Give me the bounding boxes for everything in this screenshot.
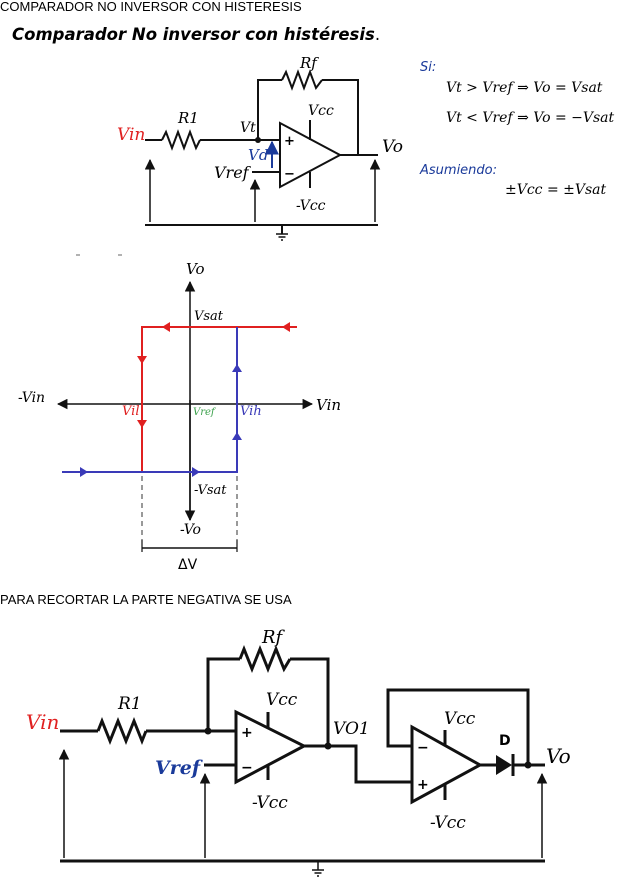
hyst-red-arrow-1 <box>282 322 290 332</box>
cond-assumption: ±Vcc = ±Vsat <box>505 182 607 198</box>
c1-label-vin: Vin <box>117 125 145 145</box>
hyst-label-neg-vo: -Vo <box>180 522 201 538</box>
circuit1-title: Comparador No inversor con histéresis. <box>12 25 380 44</box>
c2-label-r1: R1 <box>117 694 142 714</box>
hyst-blue-arrow-2 <box>192 467 200 477</box>
circuit1-title-text: Comparador No inversor con histéresis <box>12 25 375 44</box>
c2-label-vref: Vref <box>155 757 203 779</box>
c1-ground-symbol <box>276 233 288 241</box>
hyst-red-arrow-4 <box>137 420 147 428</box>
c2-ground-symbol <box>312 869 324 877</box>
c1-feedback-left <box>257 79 282 140</box>
c1-opamp-plus: + <box>284 134 295 149</box>
circuit1-title-period: . <box>374 25 381 44</box>
c2-opamp1 <box>234 709 308 785</box>
c2-buffer-feedback <box>386 688 530 765</box>
c2-label-rf: Rf <box>261 627 286 648</box>
c1-label-vd: Vd <box>248 146 268 164</box>
hyst-label-vref: Vref <box>193 407 217 418</box>
c1-label-r1: R1 <box>177 109 199 127</box>
c1-junction-node <box>255 137 261 143</box>
c2-label-vcc-neg2: -Vcc <box>430 813 466 833</box>
hyst-blue-arrow-4 <box>232 364 242 372</box>
c2-label-vcc-neg1: -Vcc <box>252 793 288 813</box>
c1-label-vcc-neg: -Vcc <box>296 198 326 214</box>
c2-vo1-wire <box>304 744 412 784</box>
c2-rf-resistor <box>238 644 292 674</box>
c1-label-vo: Vo <box>382 137 403 157</box>
c2-label-vcc-pos2: Vcc <box>444 709 476 729</box>
c2-opamp1-minus: − <box>241 760 253 776</box>
c2-r1-resistor <box>96 716 148 746</box>
c1-feedback-right <box>322 79 359 155</box>
c2-label-vin: Vin <box>26 710 59 734</box>
hyst-label-vih: Vih <box>240 404 262 419</box>
hyst-red-arrow-3 <box>137 356 147 364</box>
c1-rf-resistor <box>281 69 323 91</box>
c2-feedback-left <box>206 657 240 731</box>
c2-opamp2-plus: + <box>417 777 429 793</box>
cond-asumiendo-label: Asumiendo: <box>419 163 497 178</box>
c1-label-vref: Vref <box>214 163 252 182</box>
hyst-label-delta-v: ΔV <box>178 557 198 573</box>
c2-label-vo1: VO1 <box>333 719 370 739</box>
c2-label-diode: D <box>499 733 511 749</box>
cond-si-label: Si: <box>420 60 436 75</box>
hysteresis-graph <box>56 254 314 552</box>
caption-top: COMPARADOR NO INVERSOR CON HISTERESIS <box>0 0 302 14</box>
hyst-red-trace <box>141 326 297 472</box>
c2-diode-symbol <box>496 755 512 775</box>
c2-label-vcc-pos1: Vcc <box>266 690 298 710</box>
c1-label-rf: Rf <box>299 54 319 72</box>
hyst-label-vo: Vo <box>186 260 205 278</box>
c2-junction-r1 <box>204 727 212 735</box>
c1-label-vcc-pos: Vcc <box>308 103 334 119</box>
hyst-label-vil: Vil <box>122 404 139 419</box>
hyst-label-neg-vin: -Vin <box>18 390 45 406</box>
c1-r1-resistor <box>161 129 201 151</box>
c2-junction-out1 <box>324 742 332 750</box>
c2-opamp2-minus: − <box>417 740 429 756</box>
circuit1 <box>145 69 378 241</box>
hyst-label-vin: Vin <box>316 396 341 414</box>
cond-line-2: Vt < Vref ⇒ Vo = −Vsat <box>446 110 615 126</box>
c2-opamp1-plus: + <box>241 725 253 741</box>
hyst-blue-trace <box>62 327 238 473</box>
hyst-blue-arrow-3 <box>232 432 242 440</box>
hyst-label-vsat: Vsat <box>194 309 224 324</box>
hyst-label-neg-vsat: -Vsat <box>194 483 227 498</box>
hyst-red-arrow-2 <box>162 322 170 332</box>
c1-label-vt: Vt <box>240 120 256 136</box>
c2-label-vo: Vo <box>546 744 571 768</box>
c2-junction-out2 <box>524 761 532 769</box>
c2-opamp2 <box>410 724 484 805</box>
circuit2 <box>60 644 545 877</box>
hyst-blue-arrow-1 <box>80 467 88 477</box>
c1-opamp-minus: − <box>284 167 295 182</box>
caption-middle: PARA RECORTAR LA PARTE NEGATIVA SE USA <box>0 592 292 607</box>
c2-feedback-right <box>290 657 330 746</box>
cond-line-1: Vt > Vref ⇒ Vo = Vsat <box>446 80 603 96</box>
